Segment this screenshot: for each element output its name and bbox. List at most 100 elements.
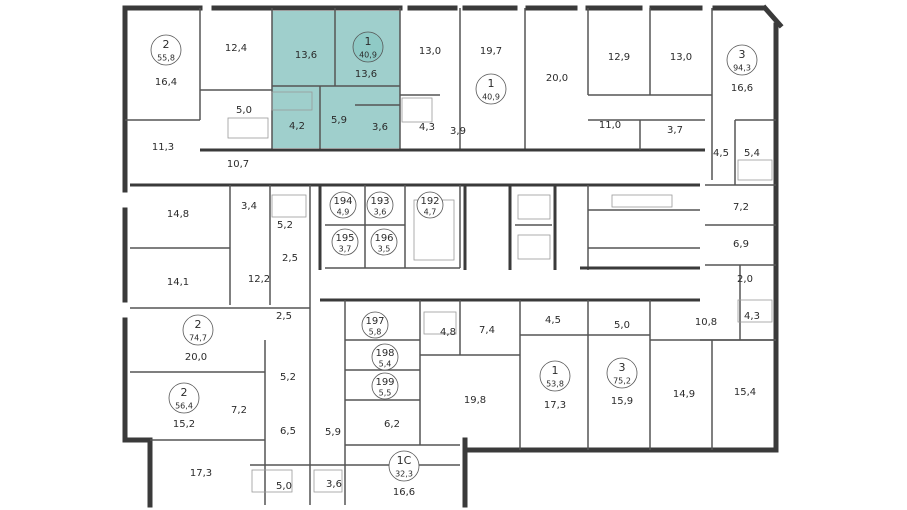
room-area: 5,0 — [276, 481, 292, 492]
room-area: 7,4 — [479, 325, 495, 336]
storage-label[interactable]: 195 3,7 — [331, 228, 359, 256]
room-area: 14,9 — [673, 389, 695, 400]
room-area: 13,6 — [295, 50, 317, 61]
room-area: 3,7 — [667, 125, 683, 136]
room-area: 16,6 — [731, 83, 753, 94]
apartment-badge[interactable]: 3 75,2 — [606, 357, 638, 389]
apartment-rooms: 1 — [365, 35, 372, 48]
room-area: 5,4 — [744, 148, 760, 159]
storage-number: 192 — [420, 196, 439, 207]
room-area: 15,4 — [734, 387, 756, 398]
room-area: 5,0 — [614, 320, 630, 331]
room-area: 14,1 — [167, 277, 189, 288]
apartment-rooms: 2 — [195, 318, 202, 331]
storage-area: 5,5 — [379, 389, 392, 398]
storage-area: 4,9 — [337, 208, 350, 217]
room-area: 3,9 — [450, 126, 466, 137]
apartment-rooms: 3 — [619, 361, 626, 374]
apartment-area: 74,7 — [189, 334, 207, 343]
room-area: 15,2 — [173, 419, 195, 430]
apartment-badge[interactable]: 1С 32,3 — [388, 450, 420, 482]
room-area: 13,6 — [355, 69, 377, 80]
room-area: 6,5 — [280, 426, 296, 437]
room-area: 12,9 — [608, 52, 630, 63]
interior-partitions — [125, 8, 776, 505]
room-area: 17,3 — [544, 400, 566, 411]
room-area: 7,2 — [231, 405, 247, 416]
room-area: 13,0 — [670, 52, 692, 63]
storage-number: 197 — [365, 316, 384, 327]
apartment-badge[interactable]: 1 40,9 — [475, 73, 507, 105]
apartment-rooms: 1С — [397, 454, 412, 467]
apartment-rooms: 2 — [163, 38, 170, 51]
apartment-badge[interactable]: 2 55,8 — [150, 34, 182, 66]
room-area: 13,0 — [419, 46, 441, 57]
sanitary-fixtures — [227, 91, 773, 493]
apartment-area: 40,9 — [359, 51, 377, 60]
storage-area: 3,6 — [374, 208, 387, 217]
room-area: 4,2 — [289, 121, 305, 132]
storage-area: 3,5 — [378, 245, 391, 254]
room-area: 3,6 — [326, 479, 342, 490]
room-area: 4,3 — [419, 122, 435, 133]
storage-label[interactable]: 199 5,5 — [371, 372, 399, 400]
storage-label[interactable]: 197 5,8 — [361, 311, 389, 339]
room-area: 6,9 — [733, 239, 749, 250]
room-area: 5,0 — [236, 105, 252, 116]
room-area: 4,3 — [744, 311, 760, 322]
room-area: 17,3 — [190, 468, 212, 479]
apartment-rooms: 1 — [552, 364, 559, 377]
storage-label[interactable]: 192 4,7 — [416, 191, 444, 219]
storage-number: 196 — [374, 233, 393, 244]
room-area: 11,0 — [599, 120, 621, 131]
room-area: 10,8 — [695, 317, 717, 328]
apartment-rooms: 2 — [181, 386, 188, 399]
room-area: 5,2 — [277, 220, 293, 231]
storage-number: 193 — [370, 196, 389, 207]
apartment-rooms: 1 — [488, 77, 495, 90]
apartment-area: 94,3 — [733, 64, 751, 73]
room-area: 7,2 — [733, 202, 749, 213]
storage-area: 3,7 — [339, 245, 352, 254]
storage-number: 198 — [375, 348, 394, 359]
apartment-badge[interactable]: 2 74,7 — [182, 314, 214, 346]
room-area: 4,5 — [713, 148, 729, 159]
room-area: 19,8 — [464, 395, 486, 406]
room-area: 15,9 — [611, 396, 633, 407]
room-area: 11,3 — [152, 142, 174, 153]
room-area: 14,8 — [167, 209, 189, 220]
storage-number: 195 — [335, 233, 354, 244]
storage-label[interactable]: 198 5,4 — [371, 343, 399, 371]
apartment-badge[interactable]: 3 94,3 — [726, 44, 758, 76]
room-area: 12,4 — [225, 43, 247, 54]
room-area: 6,2 — [384, 419, 400, 430]
storage-area: 4,7 — [424, 208, 437, 217]
storage-label[interactable]: 196 3,5 — [370, 228, 398, 256]
room-area: 3,4 — [241, 201, 257, 212]
apartment-area: 56,4 — [175, 402, 193, 411]
storage-number: 199 — [375, 377, 394, 388]
apartment-area: 40,9 — [482, 93, 500, 102]
room-area: 2,5 — [276, 311, 292, 322]
room-area: 4,8 — [440, 327, 456, 338]
room-area: 10,7 — [227, 159, 249, 170]
apartment-badge[interactable]: 1 53,8 — [539, 360, 571, 392]
apartment-area: 75,2 — [613, 377, 631, 386]
room-area: 5,2 — [280, 372, 296, 383]
storage-area: 5,8 — [369, 328, 382, 337]
room-area: 4,5 — [545, 315, 561, 326]
room-area: 12,2 — [248, 274, 270, 285]
room-area: 2,0 — [737, 274, 753, 285]
highlighted-room-2 — [272, 86, 400, 148]
room-area: 20,0 — [185, 352, 207, 363]
apartment-badge[interactable]: 1 40,9 — [352, 31, 384, 63]
apartment-badge[interactable]: 2 56,4 — [168, 382, 200, 414]
room-area-labels: 16,4 12,4 13,6 13,6 13,0 19,7 20,0 12,9 … — [152, 43, 760, 498]
storage-label[interactable]: 194 4,9 — [329, 191, 357, 219]
room-area: 16,4 — [155, 77, 177, 88]
storage-number: 194 — [333, 196, 352, 207]
storage-label[interactable]: 193 3,6 — [366, 191, 394, 219]
apartment-area: 53,8 — [546, 380, 564, 389]
storage-area: 5,4 — [379, 360, 392, 369]
